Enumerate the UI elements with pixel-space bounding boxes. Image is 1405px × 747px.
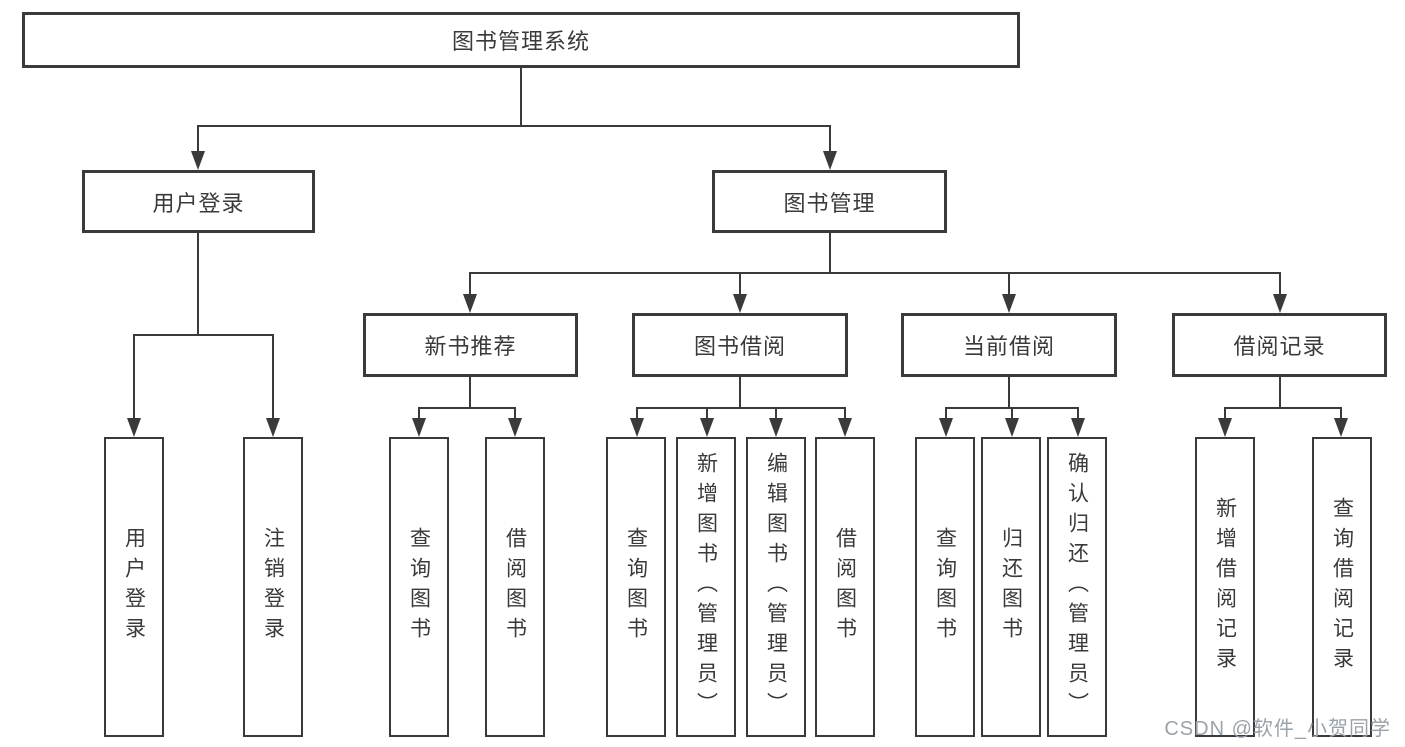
connector-line xyxy=(1279,377,1281,408)
leaf-cb-return-books-label: 归还图书 xyxy=(999,527,1023,647)
connector-line xyxy=(775,407,777,421)
connector-line xyxy=(1224,407,1226,421)
node-user-login-label: 用户登录 xyxy=(152,190,245,216)
connector-line xyxy=(272,334,274,421)
connector-line xyxy=(1008,377,1010,408)
leaf-nbr-borrow-books: 借阅图书 xyxy=(485,437,545,737)
connector-arrowhead xyxy=(1334,418,1348,437)
connector-line xyxy=(514,407,516,421)
node-book-management-label: 图书管理 xyxy=(783,190,876,216)
node-book-borrowing-label: 图书借阅 xyxy=(693,334,786,359)
connector-line xyxy=(469,272,471,298)
connector-arrowhead xyxy=(1005,418,1019,437)
connector-line xyxy=(739,272,741,298)
node-book-borrowing: 图书借阅 xyxy=(632,313,848,377)
leaf-bb-add-books-admin-label: 新增图书（管理员） xyxy=(694,452,718,722)
connector-arrowhead xyxy=(191,151,205,170)
connector-line xyxy=(844,407,846,421)
node-new-book-recommend: 新书推荐 xyxy=(363,313,578,377)
connector-line xyxy=(469,272,1281,274)
connector-arrowhead xyxy=(630,418,644,437)
leaf-nbr-query-books: 查询图书 xyxy=(389,437,449,737)
connector-line xyxy=(636,407,638,421)
connector-arrowhead xyxy=(838,418,852,437)
connector-line xyxy=(197,125,199,154)
connector-arrowhead xyxy=(1273,294,1287,313)
connector-line xyxy=(829,125,831,154)
leaf-user-login: 用户登录 xyxy=(104,437,164,737)
connector-line xyxy=(520,68,522,126)
csdn-watermark: CSDN @软件_小贺同学 xyxy=(1164,718,1391,740)
leaf-cb-query-books: 查询图书 xyxy=(915,437,975,737)
connector-arrowhead xyxy=(769,418,783,437)
leaf-br-add-record: 新增借阅记录 xyxy=(1195,437,1255,737)
connector-line xyxy=(1008,272,1010,298)
connector-arrowhead xyxy=(412,418,426,437)
connector-arrowhead xyxy=(1002,294,1016,313)
leaf-br-add-record-label: 新增借阅记录 xyxy=(1213,497,1237,677)
connector-arrowhead xyxy=(463,294,477,313)
leaf-bb-borrow-books-label: 借阅图书 xyxy=(833,527,857,647)
connector-line xyxy=(706,407,708,421)
connector-arrowhead xyxy=(700,418,714,437)
node-root: 图书管理系统 xyxy=(22,12,1020,68)
connector-line xyxy=(829,233,831,273)
connector-line xyxy=(1011,407,1013,421)
connector-line xyxy=(418,407,516,409)
node-user-login: 用户登录 xyxy=(82,170,315,233)
connector-arrowhead xyxy=(939,418,953,437)
leaf-logout-label: 注销登录 xyxy=(261,527,285,647)
connector-arrowhead xyxy=(823,151,837,170)
leaf-br-query-record: 查询借阅记录 xyxy=(1312,437,1372,737)
connector-line xyxy=(739,377,741,408)
connector-line xyxy=(197,233,199,336)
leaf-logout: 注销登录 xyxy=(243,437,303,737)
leaf-user-login-label: 用户登录 xyxy=(122,527,146,647)
leaf-bb-edit-books-admin: 编辑图书（管理员） xyxy=(746,437,806,737)
connector-arrowhead xyxy=(733,294,747,313)
connector-arrowhead xyxy=(266,418,280,437)
leaf-cb-return-books: 归还图书 xyxy=(981,437,1041,737)
leaf-bb-query-books: 查询图书 xyxy=(606,437,666,737)
leaf-cb-query-books-label: 查询图书 xyxy=(933,527,957,647)
leaf-nbr-query-books-label: 查询图书 xyxy=(407,527,431,647)
node-current-borrowing: 当前借阅 xyxy=(901,313,1117,377)
leaf-bb-add-books-admin: 新增图书（管理员） xyxy=(676,437,736,737)
leaf-cb-confirm-return-admin: 确认归还（管理员） xyxy=(1047,437,1107,737)
leaf-cb-confirm-return-admin-label: 确认归还（管理员） xyxy=(1065,452,1089,722)
leaf-nbr-borrow-books-label: 借阅图书 xyxy=(503,527,527,647)
connector-line xyxy=(636,407,846,409)
leaf-bb-borrow-books: 借阅图书 xyxy=(815,437,875,737)
connector-line xyxy=(1224,407,1342,409)
node-book-management: 图书管理 xyxy=(712,170,947,233)
connector-arrowhead xyxy=(508,418,522,437)
connector-arrowhead xyxy=(1071,418,1085,437)
connector-line xyxy=(197,125,831,127)
node-borrowing-records-label: 借阅记录 xyxy=(1233,334,1326,359)
node-current-borrowing-label: 当前借阅 xyxy=(962,334,1055,359)
leaf-br-query-record-label: 查询借阅记录 xyxy=(1330,497,1354,677)
node-new-book-recommend-label: 新书推荐 xyxy=(424,334,517,359)
connector-line xyxy=(418,407,420,421)
leaf-bb-edit-books-admin-label: 编辑图书（管理员） xyxy=(764,452,788,722)
connector-line xyxy=(469,377,471,408)
connector-arrowhead xyxy=(127,418,141,437)
connector-line xyxy=(1077,407,1079,421)
connector-line xyxy=(945,407,947,421)
connector-line xyxy=(133,334,135,421)
leaf-bb-query-books-label: 查询图书 xyxy=(624,527,648,647)
connector-line xyxy=(133,334,274,336)
connector-line xyxy=(1279,272,1281,298)
connector-arrowhead xyxy=(1218,418,1232,437)
connector-line xyxy=(1340,407,1342,421)
node-borrowing-records: 借阅记录 xyxy=(1172,313,1387,377)
node-root-label: 图书管理系统 xyxy=(451,29,590,54)
